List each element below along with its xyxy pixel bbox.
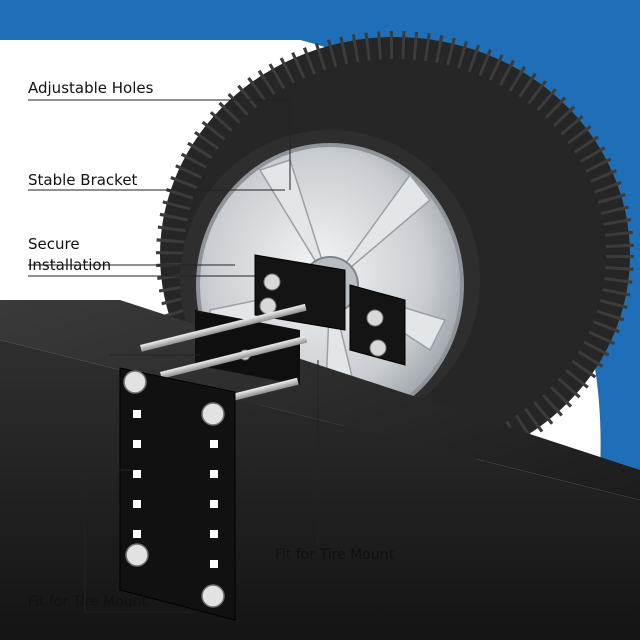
- clamp-nuts: [123, 370, 225, 608]
- callout-stable-bracket: Stable Bracket: [28, 171, 138, 189]
- clamp-plate-body: [119, 367, 236, 621]
- callout-secure-line-1: Secure: [28, 235, 80, 253]
- callout-secure-line-2: Installation: [28, 256, 112, 274]
- adjustable-holes: [133, 410, 218, 568]
- beam-top-face: [0, 300, 640, 500]
- tire-tread: [156, 31, 634, 479]
- callout-fit-tire-mount-left: Fit for Tire Mount: [28, 594, 147, 610]
- callout-adjustable-holes: Adjustable Holes: [28, 79, 154, 97]
- front-clamp-plate: [119, 367, 236, 621]
- callout-fit-tire-mount-right: Fit for Tire Mount: [275, 547, 394, 563]
- callout-leader-lines: [28, 99, 319, 613]
